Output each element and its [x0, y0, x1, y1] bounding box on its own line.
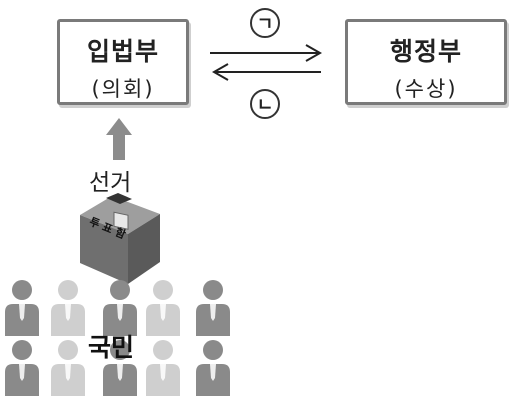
- people-label: 국민: [88, 333, 135, 362]
- executive-sub: (수상): [394, 77, 458, 101]
- person-icon: [5, 280, 39, 336]
- executive-name: 행정부: [389, 37, 462, 66]
- arrow-up-icon: [106, 118, 132, 160]
- legislature-sub: (의회): [91, 77, 155, 101]
- person-icon: [51, 340, 85, 396]
- arrow-left: [211, 63, 321, 81]
- person-icon: [146, 340, 180, 396]
- executive-box: 행정부 (수상): [345, 19, 507, 105]
- person-icon: [103, 340, 137, 396]
- ballot-box-icon: [80, 193, 160, 284]
- person-icon: [51, 280, 85, 336]
- upper-arrow-marker: ㄱ: [250, 8, 280, 38]
- election-label: 선거: [89, 170, 132, 196]
- person-icon: [103, 280, 137, 336]
- people-grid: [5, 280, 230, 396]
- lower-arrow-marker: ㄴ: [250, 89, 280, 119]
- person-icon: [146, 280, 180, 336]
- legislature-box: 입법부 (의회): [57, 19, 189, 105]
- person-icon: [5, 340, 39, 396]
- person-icon: [196, 340, 230, 396]
- legislature-name: 입법부: [86, 37, 159, 66]
- arrow-right: [210, 44, 323, 62]
- person-icon: [196, 280, 230, 336]
